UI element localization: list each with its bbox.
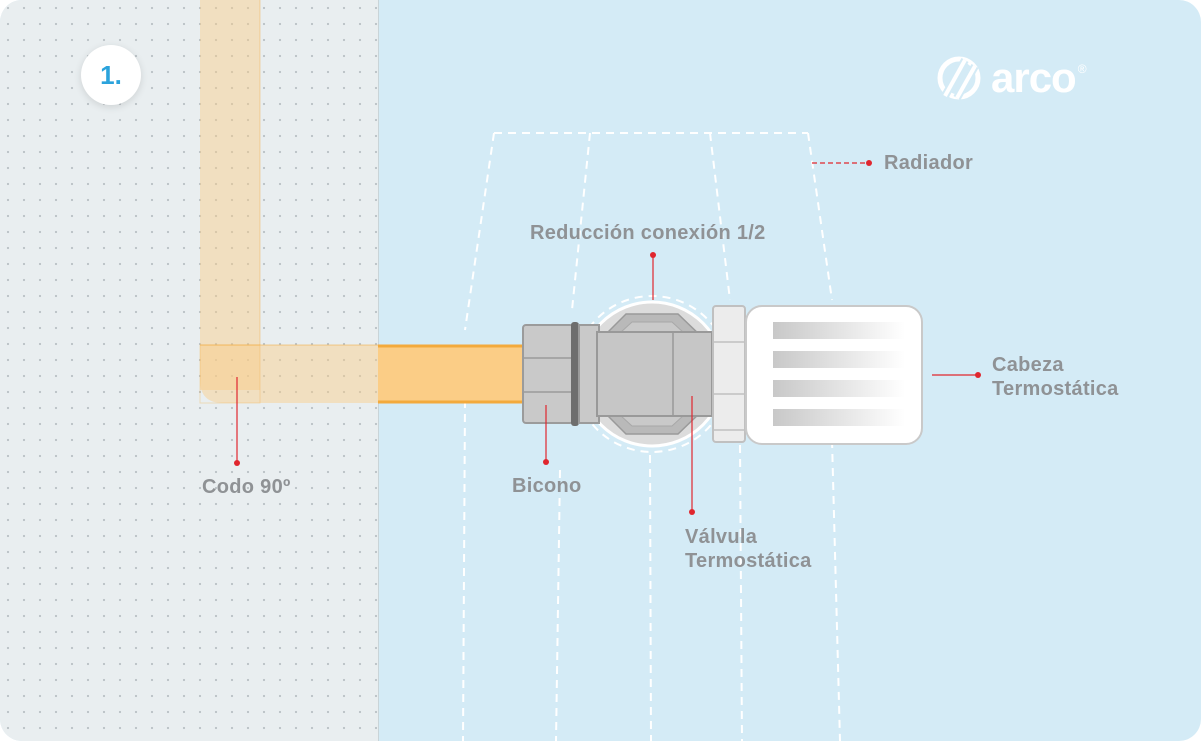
label-codo-90: Codo 90º [202,476,291,498]
label-valvula-termostatica: Válvula Termostática [685,525,812,573]
codo-90-elbow [199,344,261,404]
arco-logo-icon [937,56,981,100]
label-reduccion-conexion: Reducción conexión 1/2 [530,222,766,244]
pointer-lines [234,160,981,515]
bicono-fitting [522,322,600,426]
step-number-badge: 1. [81,45,141,105]
wall-section [0,0,379,741]
label-valvula-line-2: Termostática [685,550,812,572]
label-cabeza-line-2: Termostática [992,378,1119,400]
label-cabeza-line-1: Cabeza [992,354,1064,376]
radiator-outline [462,132,841,741]
registered-mark: ® [1077,62,1087,76]
label-cabeza-termostatica: Cabeza Termostática [992,353,1119,401]
label-bicono: Bicono [512,475,582,497]
arco-logo: arco ® [935,56,1087,100]
valve-collar [712,305,746,443]
pipe-embedded [200,0,378,403]
logo-wordmark: arco [991,54,1077,101]
cabeza-termostatica [745,305,923,445]
label-valvula-line-1: Válvula [685,526,758,548]
label-radiador: Radiador [884,152,974,174]
pipe-exposed [378,344,528,404]
valvula-body [596,331,713,417]
